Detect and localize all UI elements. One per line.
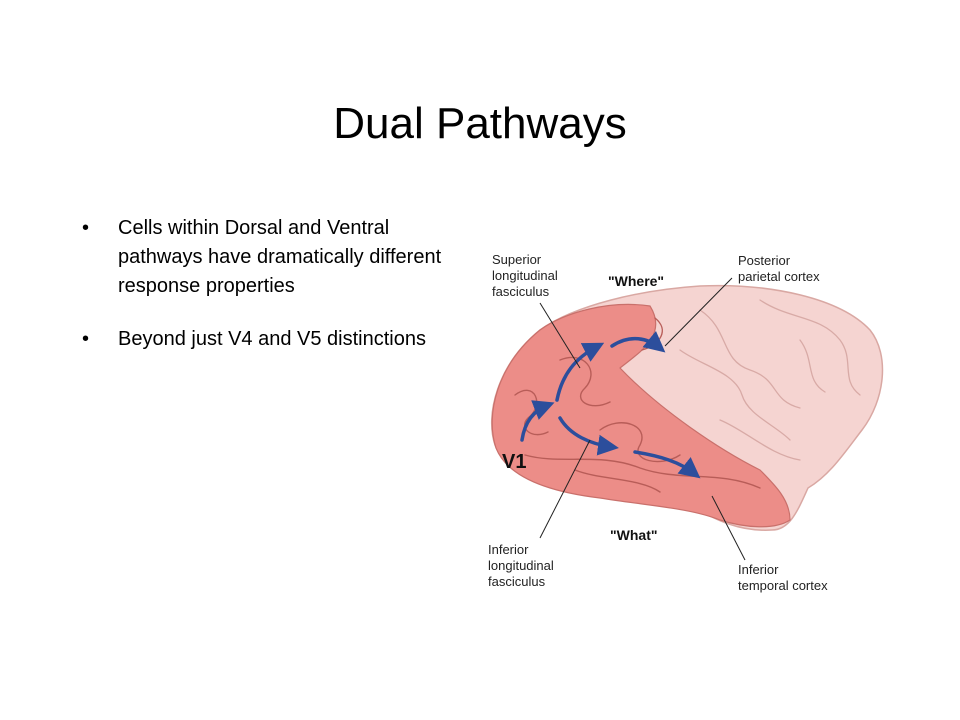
bullet-dot: • [82, 328, 90, 350]
inferior-lf-label: Inferior longitudinal fasciculus [488, 542, 557, 589]
v1-label: V1 [502, 451, 526, 473]
posterior-parietal-label: Posterior parietal cortex [738, 253, 820, 284]
bullet-text: Beyond just V4 and V5 distinctions [118, 328, 426, 350]
ventral-arrow-1 [558, 416, 619, 456]
dorsal-arrow-2 [610, 330, 666, 353]
dorsal-arrow-1 [555, 342, 605, 402]
brain-pathways-diagram: Superior longitudinal fasciculus "Where"… [488, 252, 884, 593]
bullet-dot: • [82, 217, 90, 239]
superior-lf-label: Superior longitudinal fasciculus [492, 252, 561, 299]
sulci-lines-pale [679, 299, 861, 461]
bullet-item: • Beyond just V4 and V5 distinctions [76, 325, 456, 354]
ventral-arrow-2 [633, 450, 701, 479]
pathway-arrows [520, 330, 701, 479]
leader-lines [539, 277, 746, 561]
bullet-item: • Cells within Dorsal and Ventral pathwa… [76, 214, 456, 301]
bullet-text: Cells within Dorsal and Ventral pathways… [118, 217, 442, 297]
where-label: "Where" [608, 273, 664, 289]
v1-arrow [520, 400, 555, 442]
bullet-list: • Cells within Dorsal and Ventral pathwa… [76, 214, 456, 378]
what-label: "What" [610, 527, 658, 543]
slide-title: Dual Pathways [333, 99, 627, 148]
inferior-temporal-label: Inferior temporal cortex [738, 562, 828, 593]
